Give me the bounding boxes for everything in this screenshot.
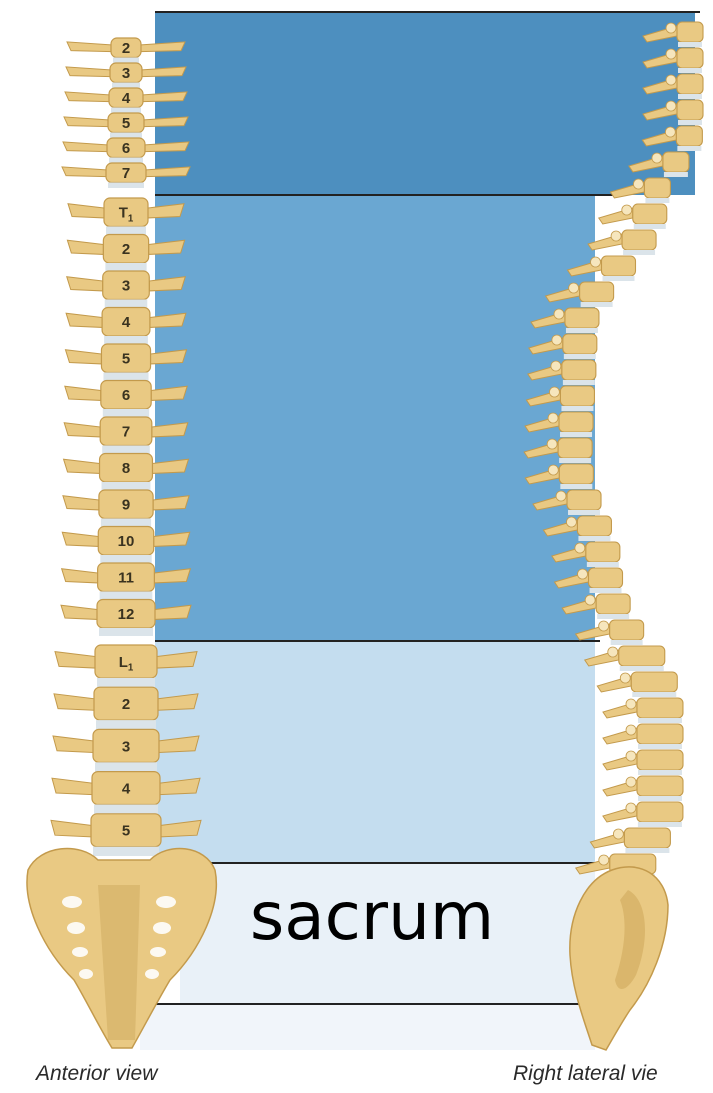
intervertebral-disc [104,336,148,344]
intervertebral-disc [110,133,142,139]
intervertebral-disc [678,42,702,47]
intervertebral-disc [578,536,610,541]
vertebra-number-label: 4 [122,90,131,107]
sacrum-label: sacrum [214,884,530,950]
intervertebral-disc [94,805,158,814]
intervertebral-disc [560,432,592,437]
vertebra-number-label: 4 [122,780,131,797]
intervertebral-disc [566,328,598,333]
vertebra-number-label: 7 [122,424,130,441]
vertebra-number-label: 2 [122,40,130,57]
intervertebral-disc [559,458,591,463]
vertebra-lateral [597,672,677,697]
vertebra-lateral [588,230,656,255]
vertebra-number-label: 9 [122,497,130,514]
intervertebral-disc [112,83,140,89]
intervertebral-disc [105,299,148,307]
intervertebral-disc [587,562,619,567]
intervertebral-disc [597,614,629,619]
vertebra-number-label: 5 [122,115,130,132]
intervertebral-disc [105,263,146,271]
intervertebral-disc [568,510,600,515]
intervertebral-disc [611,640,643,645]
intervertebral-disc [623,250,655,255]
vertebra-lateral [599,204,667,229]
intervertebral-disc [581,302,613,307]
vertebra-lateral [603,750,683,775]
vertebra-lateral [590,828,670,853]
intervertebral-disc [645,198,669,203]
intervertebral-disc [97,678,155,687]
vertebra-number-label: 3 [122,738,130,755]
intervertebral-disc [678,120,702,125]
vertebra-number-label: 6 [122,140,130,157]
lateral-sacrum-bone [570,867,668,1050]
intervertebral-disc [109,158,143,164]
intervertebral-disc [678,94,702,99]
intervertebral-disc [625,848,669,853]
intervertebral-disc [638,770,682,775]
intervertebral-disc [564,354,596,359]
vertebra-lateral [603,724,683,749]
thoracic-region-band [155,195,595,641]
lumbar-region-band [155,641,595,863]
vertebra-number-label: 6 [122,387,130,404]
vertebra-lateral [603,698,683,723]
intervertebral-disc [113,58,139,64]
vertebra-number-label: 3 [122,278,130,295]
intervertebral-disc [632,692,676,697]
vertebra-number-label: 8 [122,460,130,477]
cervical-region-band [155,12,695,195]
intervertebral-disc [99,628,153,636]
intervertebral-disc [677,146,701,151]
intervertebral-disc [102,482,151,490]
intervertebral-disc [108,183,144,189]
vertebra-number-label: 10 [118,533,135,550]
vertebra-lateral [603,776,683,801]
intervertebral-disc [638,796,682,801]
intervertebral-disc [93,847,159,856]
intervertebral-disc [602,276,634,281]
intervertebral-disc [590,588,622,593]
intervertebral-disc [678,68,702,73]
intervertebral-disc [111,108,141,114]
vertebra-number-label: 12 [118,606,135,623]
intervertebral-disc [638,822,682,827]
intervertebral-disc [106,226,146,234]
vertebra-lateral [603,802,683,827]
vertebra-number-label: 5 [122,823,130,840]
intervertebral-disc [103,409,149,417]
intervertebral-disc [95,762,157,771]
vertebra-number-label: 3 [122,65,130,82]
vertebra-number-label: 4 [122,314,131,331]
intervertebral-disc [102,445,150,453]
anterior-view-caption: Anterior view [36,1062,157,1086]
intervertebral-disc [563,380,595,385]
intervertebral-disc [101,518,151,526]
vertebra-number-label: 2 [122,241,130,258]
intervertebral-disc [561,406,593,411]
intervertebral-disc [96,720,156,729]
intervertebral-disc [638,718,682,723]
vertebra-number-label: 5 [122,351,130,368]
intervertebral-disc [100,591,153,599]
intervertebral-disc [664,172,688,177]
intervertebral-disc [560,484,592,489]
right-lateral-view-caption: Right lateral vie [513,1062,658,1086]
vertebra-number-label: 11 [118,570,134,587]
vertebra-lateral [585,646,665,671]
intervertebral-disc [638,744,682,749]
intervertebral-disc [100,555,151,563]
vertebra-number-label: 2 [122,696,130,713]
vertebra-number-label: 7 [122,165,130,182]
intervertebral-disc [103,372,148,380]
intervertebral-disc [634,224,666,229]
intervertebral-disc [620,666,664,671]
coccyx-region-band [140,1004,595,1050]
